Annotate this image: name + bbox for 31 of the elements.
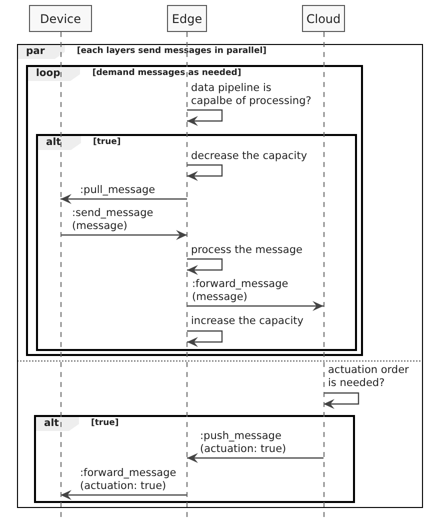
message-label: data pipeline is capalbe of processing? xyxy=(191,82,312,108)
fragment-operator: alt xyxy=(38,136,81,150)
fragment-operator: alt xyxy=(36,417,79,431)
message-label: :forward_message (message) xyxy=(192,278,290,304)
message-label: increase the capacity xyxy=(191,315,304,328)
guard-condition: [each layers send messages in parallel] xyxy=(76,45,267,57)
message-arrow xyxy=(187,164,223,181)
message-label: decrease the capacity xyxy=(191,150,308,163)
guard-condition: [true] xyxy=(92,136,121,148)
participant-box: Edge xyxy=(167,5,207,32)
participant-box: Device xyxy=(29,5,92,32)
message-arrow xyxy=(187,301,324,311)
message-arrow xyxy=(187,258,223,275)
fragment-operator: loop xyxy=(28,67,80,81)
message-label: process the message xyxy=(191,244,304,257)
message-arrow xyxy=(60,230,187,240)
message-arrow xyxy=(324,392,360,409)
message-label: :pull_message xyxy=(80,184,156,197)
message-label: actuation order is needed? xyxy=(328,364,410,390)
message-label: :send_message (message) xyxy=(72,207,154,233)
message-arrow xyxy=(187,453,324,463)
participant-box: Cloud xyxy=(302,5,345,32)
message-label: :forward_message (actuation: true) xyxy=(80,467,178,493)
message-label: :push_message (actuation: true) xyxy=(200,430,288,456)
fragment-operator: par xyxy=(18,45,65,59)
message-arrow xyxy=(60,194,187,204)
message-arrow xyxy=(60,490,187,500)
guard-condition: [demand messages as needed] xyxy=(92,67,242,79)
message-arrow xyxy=(187,330,223,347)
guard-condition: [true] xyxy=(90,417,119,429)
message-arrow xyxy=(187,109,223,126)
